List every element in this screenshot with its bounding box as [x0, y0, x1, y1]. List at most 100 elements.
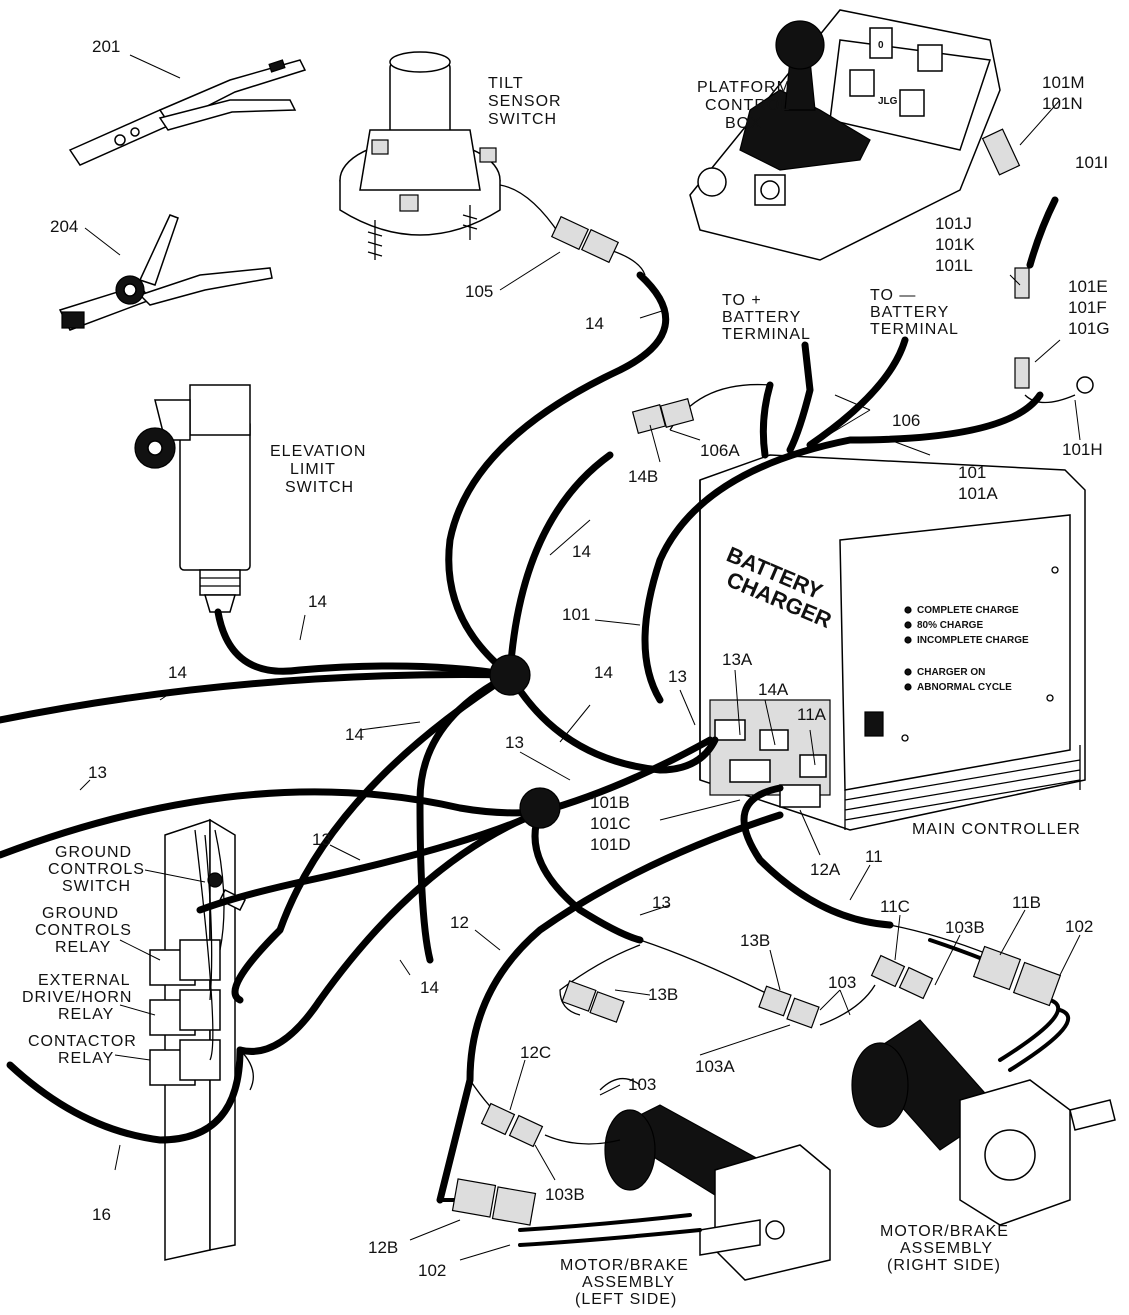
- callout-11C: 11C: [880, 897, 910, 916]
- callout-201: 201: [92, 37, 120, 56]
- callout-101-mid: 101: [562, 605, 590, 624]
- callout-103A: 103A: [695, 1057, 735, 1076]
- callout-13-a: 13: [668, 667, 687, 686]
- callout-101J: 101J: [935, 214, 972, 233]
- callout-103-b: 103: [628, 1075, 656, 1094]
- elevation-label-2: LIMIT: [290, 461, 336, 478]
- callout-101F: 101F: [1068, 298, 1107, 317]
- callout-101M: 101M: [1042, 73, 1085, 92]
- callout-16: 16: [92, 1205, 111, 1224]
- callout-101G: 101G: [1068, 319, 1110, 338]
- callout-101-top: 101: [958, 463, 986, 482]
- tilt-label-3: SWITCH: [488, 111, 557, 128]
- callout-105: 105: [465, 282, 493, 301]
- callout-12: 12: [450, 913, 469, 932]
- callout-101A: 101A: [958, 484, 998, 503]
- battery-neg-label-1: TO —: [870, 287, 916, 304]
- ground-switch-label-1: GROUND: [55, 844, 132, 861]
- motor-left-label-2: ASSEMBLY: [582, 1274, 675, 1291]
- callout-13A: 13A: [722, 650, 753, 669]
- contactor-label-2: RELAY: [58, 1050, 114, 1067]
- harness-thin-leads: [194, 184, 1076, 1145]
- harness-connectors: [451, 128, 1094, 1226]
- ground-switch-label-2: CONTROLS: [48, 861, 145, 878]
- leader-lines: [79, 54, 1081, 1261]
- harness-11-12-16: [6, 196, 1059, 1204]
- callout-11A: 11A: [797, 705, 827, 724]
- drive-relay-label-3: RELAY: [58, 1006, 114, 1023]
- motor-left-label-1: MOTOR/BRAKE: [560, 1257, 689, 1274]
- ground-relay-label-1: GROUND: [42, 905, 119, 922]
- callout-14A: 14A: [758, 680, 789, 699]
- charger-legend-5: ABNORMAL CYCLE: [917, 682, 1012, 693]
- callout-14-d: 14: [168, 663, 187, 682]
- callout-101C: 101C: [590, 814, 631, 833]
- charger-legend-1: COMPLETE CHARGE: [917, 605, 1019, 616]
- callout-101K: 101K: [935, 235, 975, 254]
- callout-101N: 101N: [1042, 94, 1083, 113]
- callout-101I: 101I: [1075, 153, 1108, 172]
- motor-right-label-1: MOTOR/BRAKE: [880, 1223, 1009, 1240]
- callout-103B-right: 103B: [945, 918, 985, 937]
- callout-14-a: 14: [585, 314, 604, 333]
- platform-control-box: 0 JLG: [689, 9, 1001, 261]
- callout-14-g: 14: [420, 978, 439, 997]
- charger-legend-2: 80% CHARGE: [917, 620, 983, 631]
- charger-legend-3: INCOMPLETE CHARGE: [917, 635, 1029, 646]
- callout-12B: 12B: [368, 1238, 398, 1257]
- motor-brake-left: [604, 1104, 831, 1281]
- battery-pos-label-1: TO +: [722, 292, 762, 309]
- harness-14: [0, 271, 719, 1004]
- callout-106A: 106A: [700, 441, 740, 460]
- callout-102-right: 102: [1065, 917, 1093, 936]
- battery-neg-label-2: BATTERY: [870, 304, 949, 321]
- callout-11: 11: [865, 847, 883, 866]
- callout-14-c: 14: [308, 592, 327, 611]
- callout-101E: 101E: [1068, 277, 1108, 296]
- callout-12C: 12C: [520, 1043, 551, 1062]
- callout-103B-left: 103B: [545, 1185, 585, 1204]
- platform-label-1: PLATFORM: [697, 79, 791, 96]
- platform-label-3: BOX: [725, 115, 762, 132]
- callout-12A: 12A: [810, 860, 841, 879]
- tilt-label-1: TILT: [488, 75, 524, 92]
- ground-relay-label-2: CONTROLS: [35, 922, 132, 939]
- charger-legend-4: CHARGER ON: [917, 667, 985, 678]
- callout-14-e: 14: [594, 663, 613, 682]
- tilt-label-2: SENSOR: [488, 93, 562, 110]
- callout-204: 204: [50, 217, 78, 236]
- callout-14B: 14B: [628, 467, 658, 486]
- battery-pos-label-2: BATTERY: [722, 309, 801, 326]
- callout-13B-a: 13B: [740, 931, 770, 950]
- drive-relay-label-1: EXTERNAL: [38, 972, 130, 989]
- callout-13-e: 13: [652, 893, 671, 912]
- drive-relay-label-2: DRIVE/HORN: [22, 989, 132, 1006]
- elevation-limit-switch: [134, 384, 251, 613]
- motor-left-label-3: (LEFT SIDE): [575, 1291, 677, 1308]
- callout-101H: 101H: [1062, 440, 1103, 459]
- component-labels: TILT SENSOR SWITCH PLATFORM CONTROL BOX …: [22, 75, 1080, 1308]
- battery-charger: BATTERY CHARGER COMPLETE CHARGE 80% CHAR…: [699, 454, 1086, 831]
- platform-logo: JLG: [878, 96, 898, 107]
- elevation-label-3: SWITCH: [285, 479, 354, 496]
- elevation-label-1: ELEVATION: [270, 443, 366, 460]
- callout-14-b: 14: [572, 542, 591, 561]
- battery-pos-label-3: TERMINAL: [722, 326, 811, 343]
- crimping-tool-201: [68, 59, 307, 166]
- callout-13B-b: 13B: [648, 985, 678, 1004]
- contactor-label-1: CONTACTOR: [28, 1033, 137, 1050]
- callout-13-b: 13: [88, 763, 107, 782]
- callout-11B: 11B: [1012, 893, 1041, 912]
- ground-controls-panel: [149, 818, 247, 1261]
- tilt-sensor-switch: [339, 51, 501, 260]
- callout-14-f: 14: [345, 725, 364, 744]
- motor-right-label-2: ASSEMBLY: [900, 1240, 993, 1257]
- callout-101D: 101D: [590, 835, 631, 854]
- callout-13-d: 13: [312, 830, 331, 849]
- callout-103: 103: [828, 973, 856, 992]
- callout-101B: 101B: [590, 793, 630, 812]
- callout-numbers: 201 204 101M 101N 101I 101J 101K 101L 10…: [50, 37, 1110, 1280]
- platform-zero-key: 0: [878, 40, 884, 51]
- ground-relay-label-3: RELAY: [55, 939, 111, 956]
- callout-102-left: 102: [418, 1261, 446, 1280]
